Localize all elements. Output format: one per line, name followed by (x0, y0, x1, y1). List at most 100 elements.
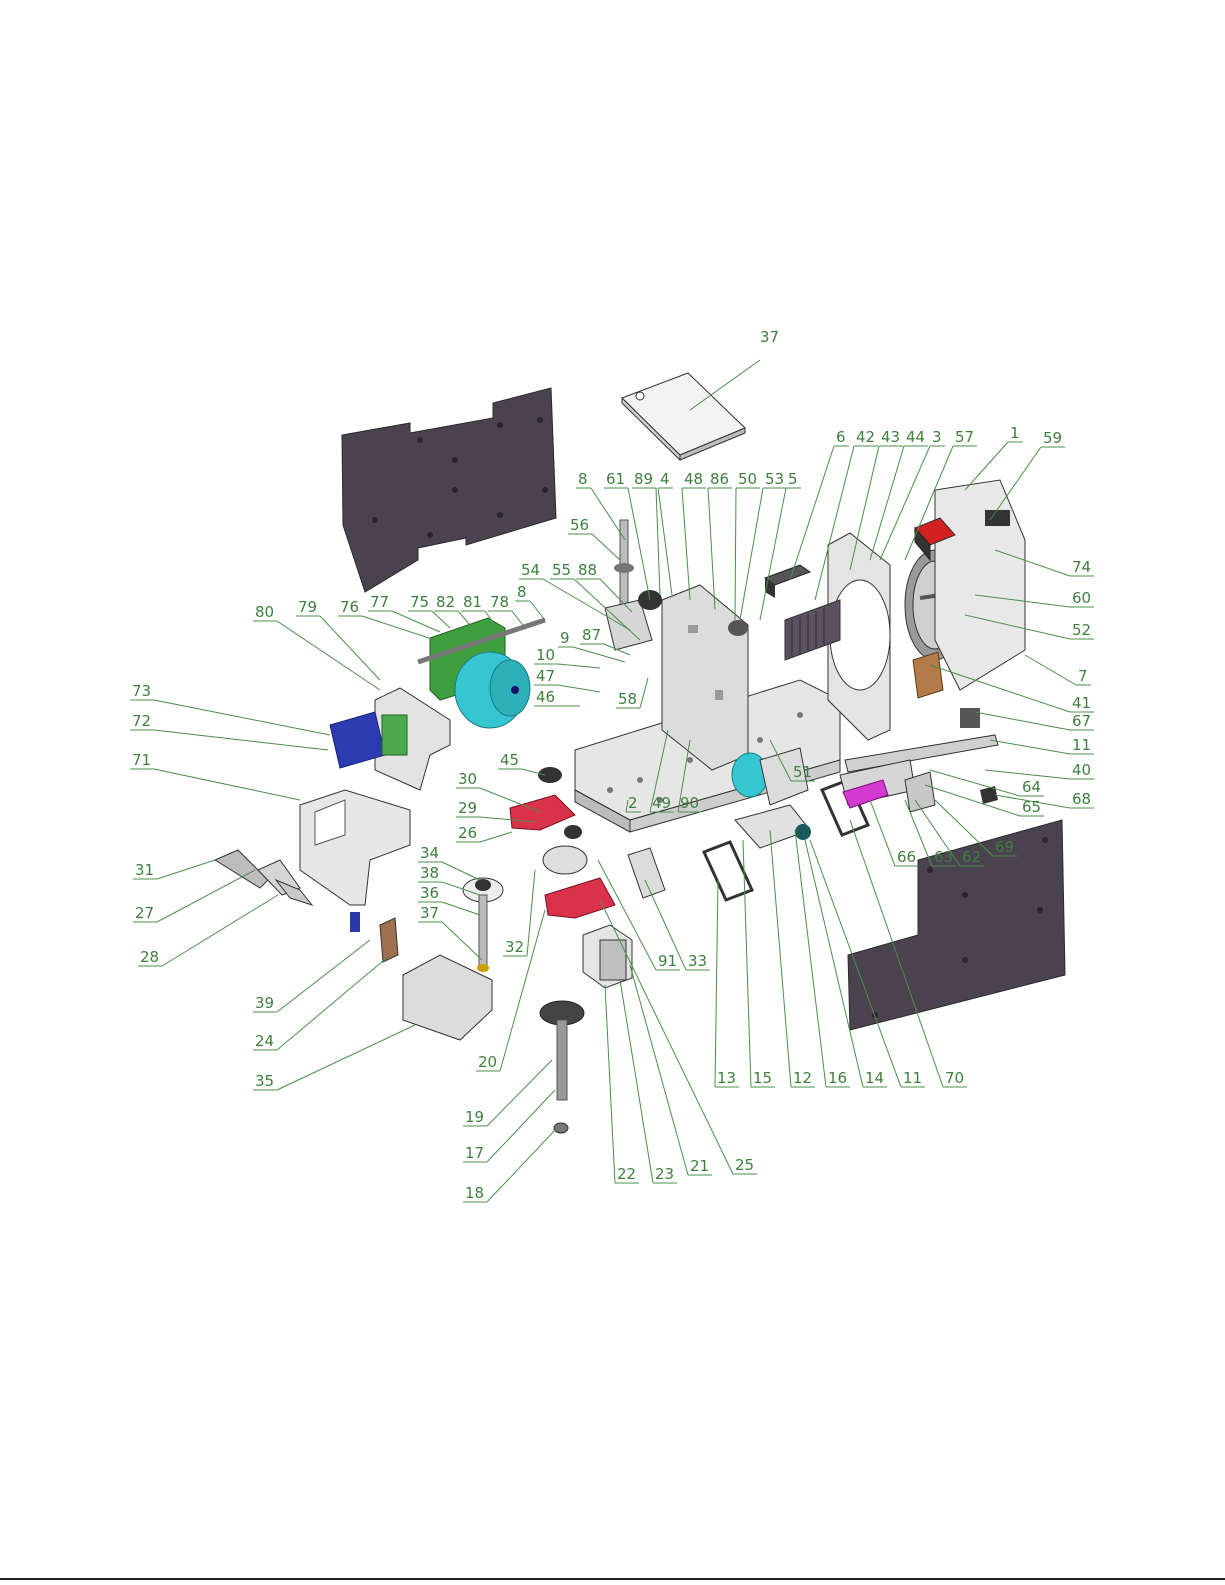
callout-leader (487, 1128, 557, 1202)
callout-leader (277, 955, 390, 1050)
disc-plate (543, 846, 587, 874)
callout-label: 7 (1078, 667, 1088, 685)
callout-c39: 39 (253, 940, 370, 1012)
callout-leader (640, 678, 648, 708)
callout-c48: 48 (682, 470, 706, 600)
callout-label: 25 (735, 1156, 754, 1174)
callout-label: 46 (536, 688, 555, 706)
callout-label: 18 (465, 1184, 484, 1202)
callout-leader (487, 1090, 555, 1162)
callout-label: 4 (660, 470, 670, 488)
callout-label: 55 (552, 561, 571, 579)
callout-label: 41 (1072, 694, 1091, 712)
callout-leader (442, 902, 480, 915)
callout-label: 75 (410, 593, 429, 611)
callout-label: 1 (1010, 424, 1020, 442)
callout-c5: 5 (760, 470, 801, 620)
callout-label: 3 (932, 428, 942, 446)
callout-leader (656, 488, 660, 595)
callout-label: 28 (140, 948, 159, 966)
callout-label: 61 (606, 470, 625, 488)
callout-label: 42 (856, 428, 875, 446)
callout-leader (530, 601, 545, 620)
callout-label: 89 (634, 470, 653, 488)
callout-c50: 50 (735, 470, 760, 620)
callout-c77: 77 (368, 593, 440, 632)
vertical-spindle (605, 520, 652, 650)
callout-label: 30 (458, 770, 477, 788)
callout-label: 21 (690, 1157, 709, 1175)
left-side-frame (300, 790, 410, 905)
callout-leader (620, 980, 653, 1183)
callout-label: 36 (420, 884, 439, 902)
callout-label: 8 (578, 470, 588, 488)
red-bracket-upper (510, 795, 575, 830)
red-bracket-lower (545, 878, 615, 918)
callout-label: 8 (517, 583, 527, 601)
callout-label: 56 (570, 516, 589, 534)
callout-label: 31 (135, 861, 154, 879)
callout-label: 32 (505, 938, 524, 956)
callout-leader (605, 985, 615, 1183)
callout-leader (558, 664, 600, 668)
callout-c12: 12 (770, 830, 815, 1087)
callout-label: 69 (995, 838, 1014, 856)
callout-label: 66 (897, 848, 916, 866)
slide-rail-assembly (840, 735, 998, 812)
callout-label: 52 (1072, 621, 1091, 639)
callout-leader (432, 611, 450, 628)
callout-label: 22 (617, 1165, 636, 1183)
callout-leader (527, 870, 535, 956)
callout-label: 54 (521, 561, 540, 579)
front-cover-panel (848, 820, 1065, 1030)
callout-label: 47 (536, 667, 555, 685)
callout-label: 58 (618, 690, 637, 708)
callout-label: 90 (680, 794, 699, 812)
callout-c32: 32 (503, 870, 535, 956)
callout-label: 50 (738, 470, 757, 488)
callout-leader (157, 870, 255, 922)
callout-leader (277, 621, 380, 690)
callout-label: 78 (490, 593, 509, 611)
callout-c10: 10 (534, 646, 600, 668)
callout-c79: 79 (296, 598, 380, 680)
callout-c19: 19 (463, 1060, 552, 1126)
callout-leader (154, 700, 330, 735)
callout-leader (628, 488, 650, 600)
callout-c89: 89 (632, 470, 660, 595)
callout-c26: 26 (456, 824, 512, 842)
callout-label: 88 (578, 561, 597, 579)
callout-label: 39 (255, 994, 274, 1012)
callout-c31: 31 (133, 860, 215, 879)
callout-label: 23 (655, 1165, 674, 1183)
callout-label: 86 (710, 470, 729, 488)
callout-label: 64 (1022, 778, 1041, 796)
stepper-motor-lower (583, 925, 632, 988)
callout-c73: 73 (130, 682, 330, 735)
callout-leader (162, 895, 278, 966)
callout-c58: 58 (616, 678, 648, 708)
callout-label: 9 (560, 629, 570, 647)
callout-label: 11 (903, 1069, 922, 1087)
callout-leader (277, 940, 370, 1012)
callout-label: 6 (836, 428, 846, 446)
callout-label: 74 (1072, 558, 1091, 576)
callout-label: 5 (788, 470, 798, 488)
callout-label: 65 (1022, 798, 1041, 816)
callout-label: 24 (255, 1032, 274, 1050)
callout-leader (975, 712, 1070, 730)
callout-c28: 28 (138, 895, 278, 966)
callout-leader (592, 534, 620, 560)
callout-leader (392, 611, 440, 632)
callout-label: 16 (828, 1069, 847, 1087)
callout-label: 19 (465, 1108, 484, 1126)
callout-c15: 15 (743, 840, 775, 1087)
large-pulley (540, 1001, 584, 1133)
callout-label: 77 (370, 593, 389, 611)
callout-leader (154, 730, 328, 750)
callout-leader (500, 910, 545, 1071)
callout-label: 87 (582, 626, 601, 644)
callout-label: 17 (465, 1144, 484, 1162)
